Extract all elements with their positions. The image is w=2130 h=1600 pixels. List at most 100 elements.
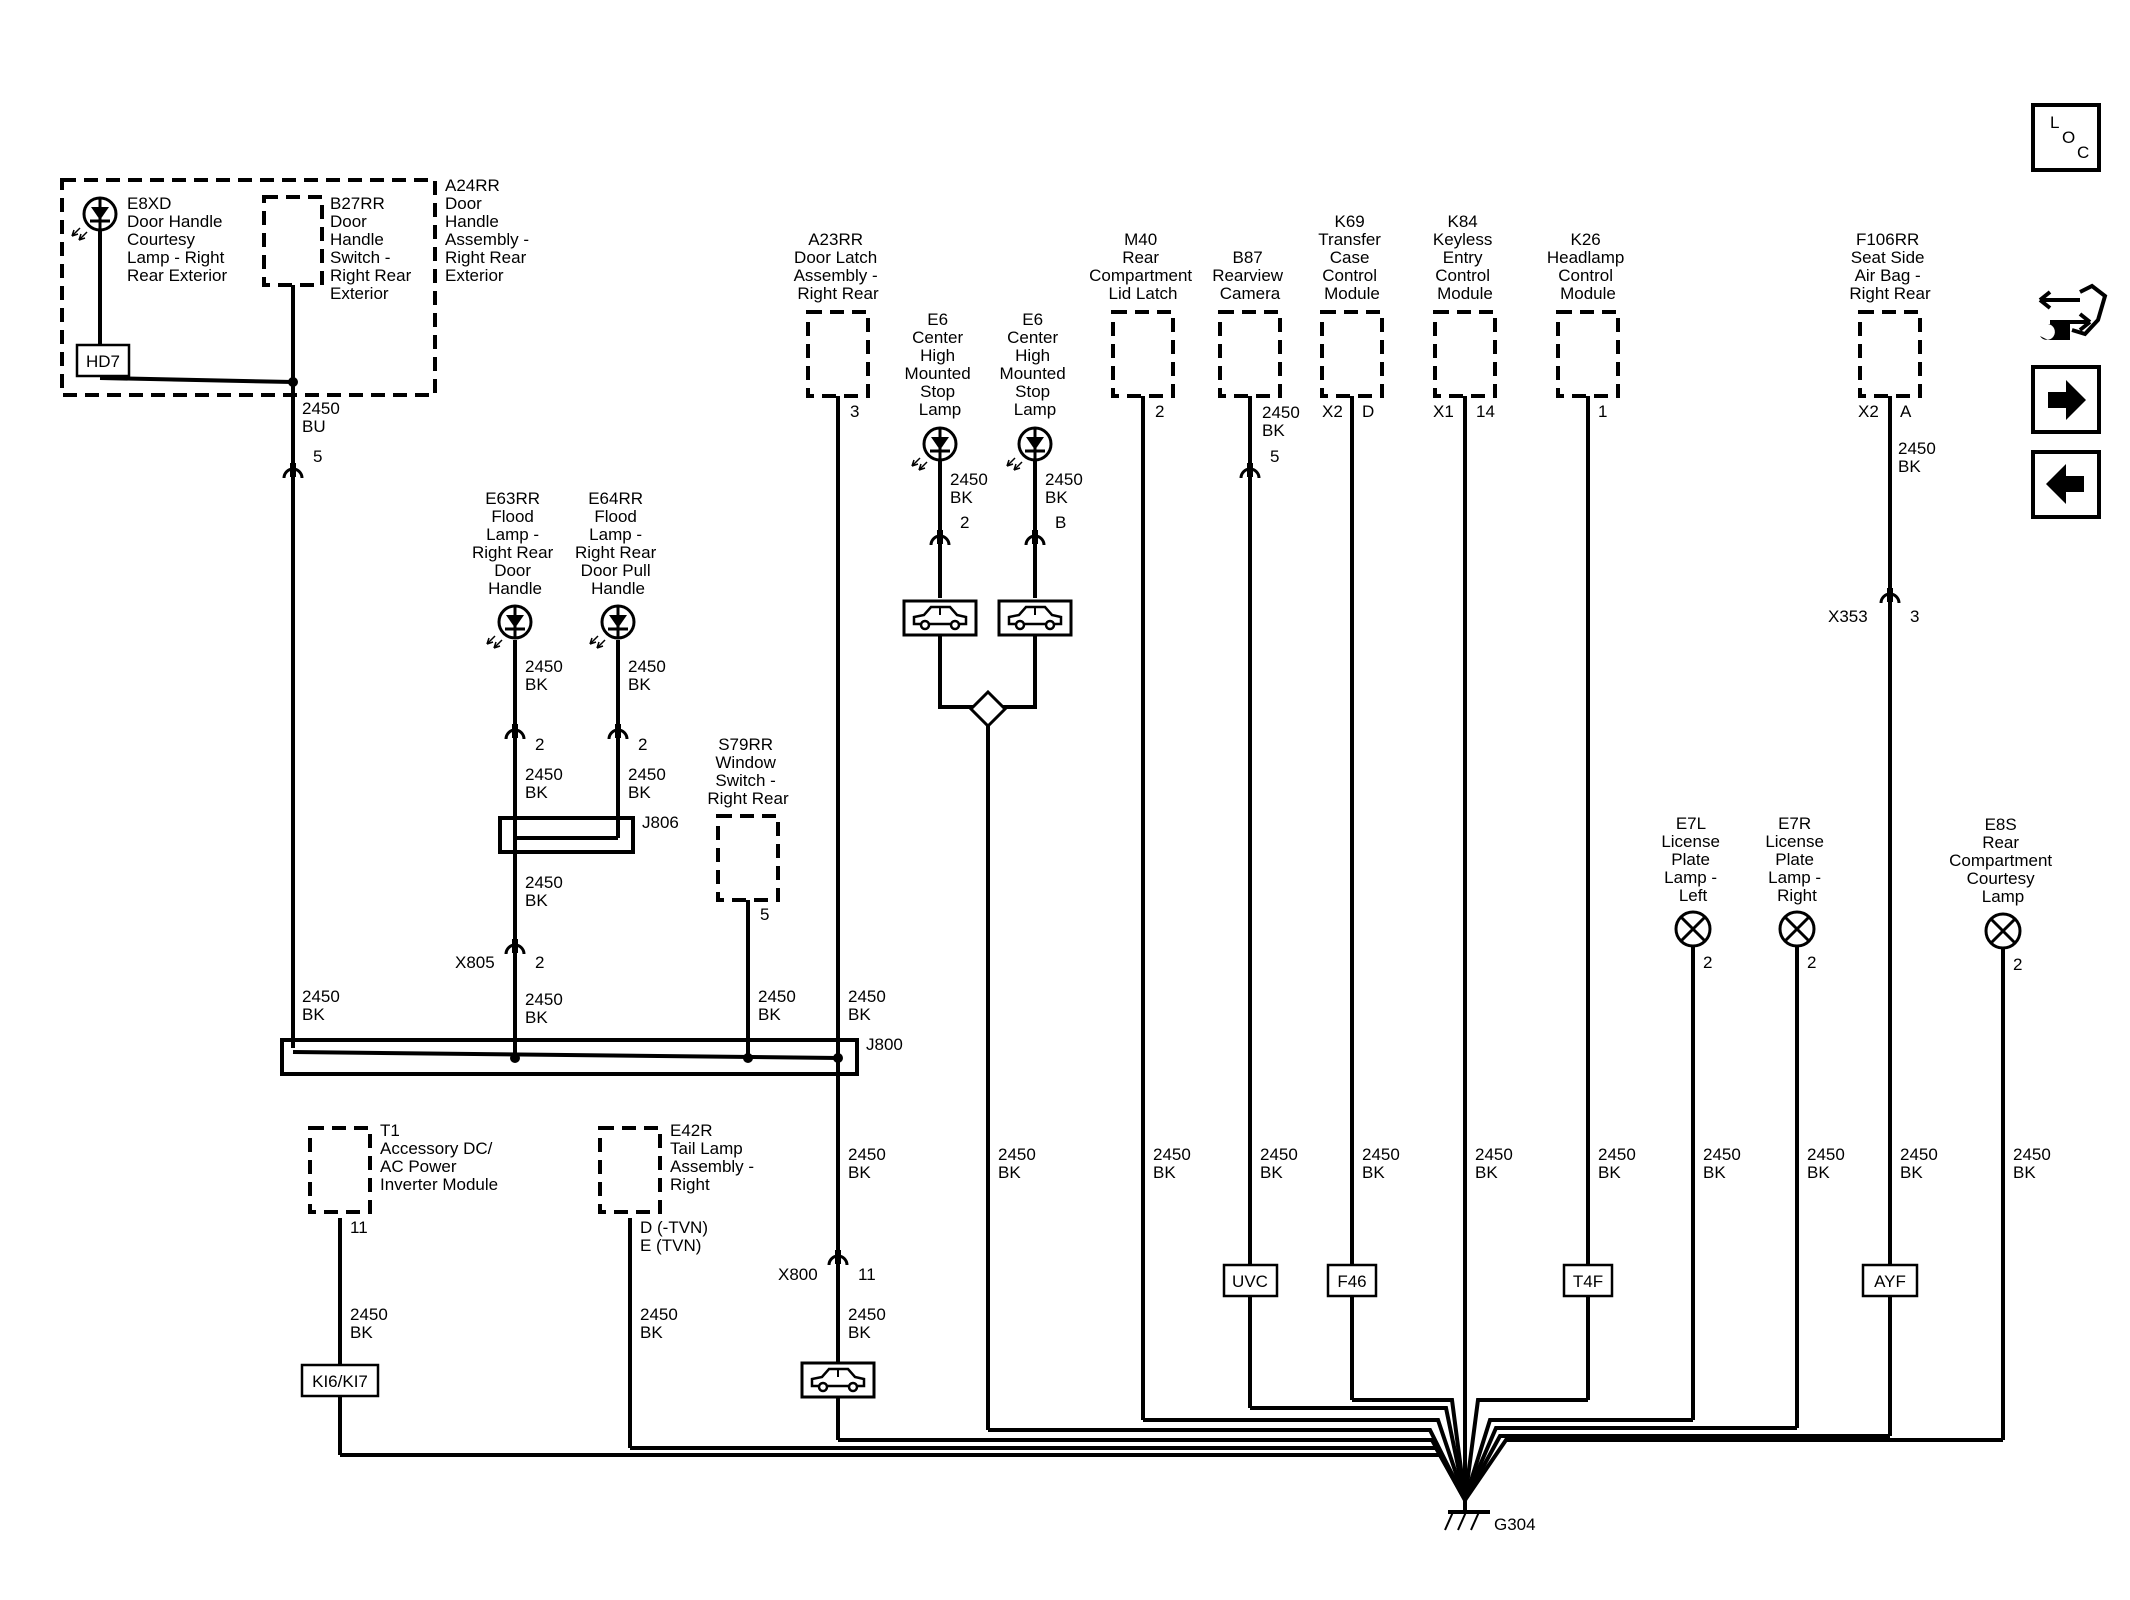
pin-label: 2 [2013,955,2022,974]
pin-label: D (-TVN) [640,1218,708,1237]
svg-text:L: L [2050,113,2059,132]
label-f106rr: F106RR Seat Side Air Bag - Right Rear [1849,230,1931,303]
option-f46: F46 [1326,1263,1378,1298]
pin-label: 11 [858,1265,876,1284]
inline-connector-icon [504,722,526,741]
pin-label: 2 [535,953,544,972]
inline-connector-icon [1024,528,1046,547]
pin-label: 2 [638,735,647,754]
pin-label: 2 [1155,402,1164,421]
option-ayf: AYF [1861,1263,1919,1298]
label-k69: K69 Transfer Case Control Module [1318,212,1385,303]
previous-arrow-button[interactable] [2031,450,2101,519]
label-e7r: E7R License Plate Lamp - Right [1765,814,1828,905]
inline-connector-icon [929,528,951,547]
ground-icon [1444,1500,1490,1531]
svg-text:C: C [2077,143,2089,162]
pin-label: 14 [1476,402,1495,421]
e7r-bulb-icon [1778,910,1816,948]
splice-diamond [968,689,1008,729]
j800-splice-pack [280,1038,859,1076]
inline-connector-icon [827,1248,849,1267]
label-e42r: E42R Tail Lamp Assembly - Right [670,1121,759,1194]
next-arrow-button[interactable] [2031,365,2101,434]
pin-label: A [1900,402,1912,421]
connector-j800: J800 [866,1035,903,1054]
option-ki6-ki7: KI6/KI7 [300,1363,380,1398]
pin-label: D [1362,402,1374,421]
connector-x353: X353 [1828,607,1868,626]
e63rr-lamp-icon [485,604,533,650]
pin-label: B [1055,513,1066,532]
option-uvc: UVC [1222,1263,1279,1298]
vehicle-option-icon [997,599,1073,637]
pin-label: X2 [1858,402,1879,421]
svg-text:O: O [2062,128,2075,147]
j806-splice-pack [498,816,635,854]
connector-labels: X805 X800 X353 J806 J800 G304 [455,607,1868,1534]
pin-label: 2 [1807,953,1816,972]
svg-text:UVC: UVC [1232,1272,1268,1291]
vehicle-option-icon [902,599,978,637]
pin-label: X2 [1322,402,1343,421]
inline-connector-icon [1239,461,1261,480]
pin-label: 5 [1270,447,1279,466]
e7l-bulb-icon [1674,910,1712,948]
label-a24rr: A24RR Door Handle Assembly - Right Rear … [445,176,534,285]
diagnostic-connector-icon[interactable] [2038,283,2108,340]
pin-label: 2 [1703,953,1712,972]
pin-label: 11 [350,1218,368,1237]
e64rr-lamp-icon [588,604,636,650]
e8xd-lamp-icon [70,196,118,242]
inline-connector-icon [504,937,526,956]
label-b87: B87 Rearview Camera [1212,248,1288,303]
label-e63rr: E63RR Flood Lamp - Right Rear Door Handl… [472,489,558,598]
connector-x805: X805 [455,953,495,972]
svg-text:KI6/KI7: KI6/KI7 [312,1372,368,1391]
label-s79rr: S79RR Window Switch - Right Rear [707,735,789,808]
inline-connector-icon [607,722,629,741]
label-e6-a: E6 Center High Mounted Stop Lamp [905,310,976,419]
svg-text:F46: F46 [1337,1272,1366,1291]
svg-text:HD7: HD7 [86,352,120,371]
pin-label: 3 [1910,607,1919,626]
ground-g304: G304 [1494,1515,1536,1534]
label-b27rr: B27RR Door Handle Switch - Right Rear Ex… [330,194,416,303]
e8s-bulb-icon [1984,912,2022,950]
component-labels: A24RR Door Handle Assembly - Right Rear … [127,176,2057,1194]
pin-label: E (TVN) [640,1236,701,1255]
svg-text:AYF: AYF [1874,1272,1906,1291]
inline-connector-icon [1879,586,1901,605]
pin-label: 5 [760,905,769,924]
component-boxes [60,178,1922,1214]
pin-label: X1 [1433,402,1454,421]
option-t4f: T4F [1562,1263,1614,1298]
label-e8s: E8S Rear Compartment Courtesy Lamp [1949,815,2057,906]
pin-label: 2 [535,735,544,754]
e6-lamp-icon-1 [910,426,958,472]
label-e64rr: E64RR Flood Lamp - Right Rear Door Pull … [575,489,661,598]
loc-button[interactable]: L O C [2031,103,2101,172]
inline-connector-icon [282,461,304,480]
